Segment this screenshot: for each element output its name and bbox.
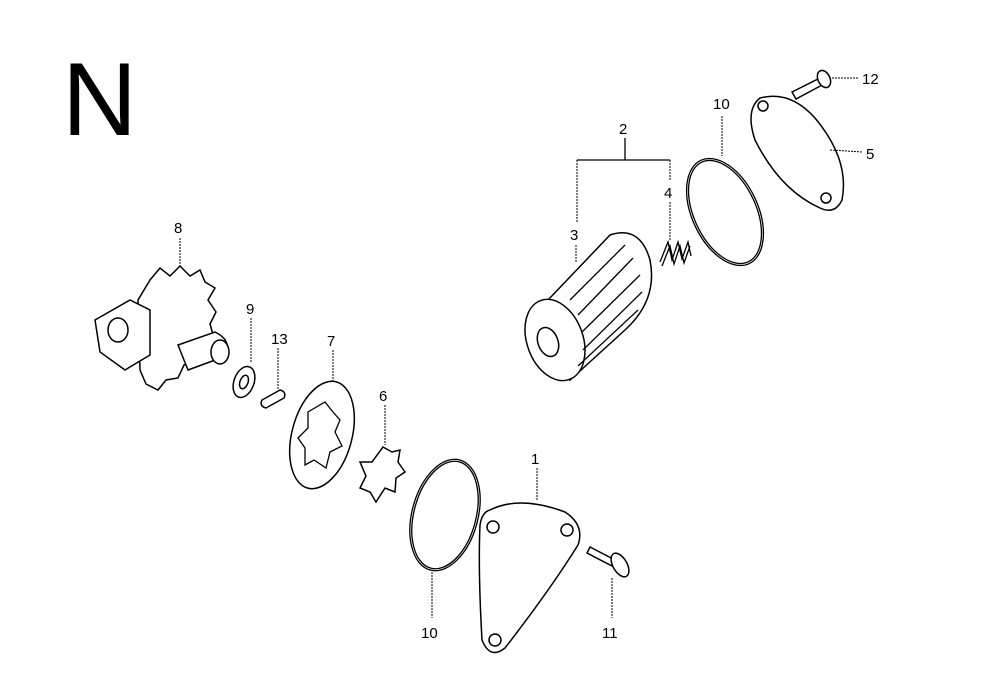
callout-12: 12 xyxy=(862,71,879,88)
callout-10-upper: 10 xyxy=(713,96,730,113)
part-12-bolt: 12 xyxy=(790,69,879,101)
callout-5: 5 xyxy=(866,146,874,163)
part-2-bracket: 2 xyxy=(576,121,671,222)
callout-2: 2 xyxy=(619,121,627,138)
section-letter: N xyxy=(62,42,138,158)
callout-9: 9 xyxy=(246,301,254,318)
part-11-screw: 11 xyxy=(585,545,630,642)
part-4-spring: 4 xyxy=(659,185,692,267)
part-13-pin: 13 xyxy=(260,331,288,409)
part-7-outer-rotor: 7 xyxy=(288,333,356,490)
part-6-inner-rotor: 6 xyxy=(358,388,407,504)
callout-7: 7 xyxy=(327,333,335,350)
callout-8: 8 xyxy=(174,220,182,237)
part-10-o-ring-upper: 10 xyxy=(685,96,765,267)
part-8-oil-pump-gear: 8 xyxy=(94,220,230,391)
part-9-washer: 9 xyxy=(232,301,256,399)
callout-11: 11 xyxy=(602,625,618,642)
callout-4: 4 xyxy=(664,185,672,202)
callout-10-lower: 10 xyxy=(421,625,438,642)
part-5-cover: 5 xyxy=(750,95,874,211)
callout-6: 6 xyxy=(379,388,387,405)
part-10-o-ring-lower: 10 xyxy=(409,458,481,642)
part-3-oil-strainer: 3 xyxy=(524,227,653,382)
callout-13: 13 xyxy=(271,331,288,348)
part-1-pump-cover: 1 xyxy=(478,451,581,654)
callout-3: 3 xyxy=(570,227,578,244)
callout-1: 1 xyxy=(531,451,539,468)
